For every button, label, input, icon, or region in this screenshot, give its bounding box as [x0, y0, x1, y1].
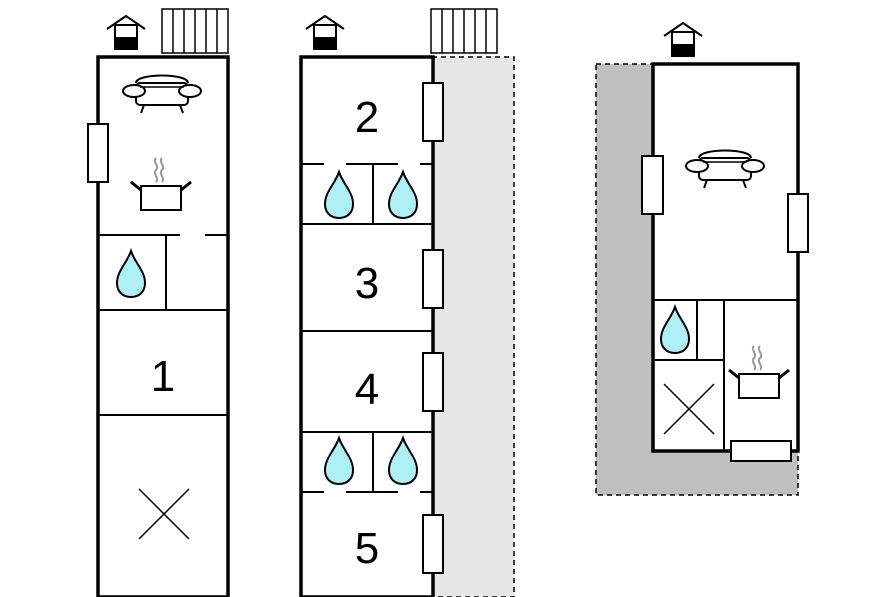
room-number: 5 — [355, 524, 379, 573]
left-unit-outline — [96, 55, 230, 597]
fence-icon — [161, 8, 229, 54]
middle-unit: 2 3 4 5 — [299, 8, 515, 597]
right-unit — [595, 22, 809, 496]
window — [422, 82, 444, 142]
room-number: 3 — [355, 259, 379, 308]
window — [730, 440, 792, 462]
window — [641, 155, 664, 215]
window — [422, 514, 444, 574]
entrance-house-icon — [663, 22, 703, 57]
window — [422, 249, 444, 309]
entrance-house-icon — [106, 15, 146, 50]
fence-icon — [430, 8, 498, 54]
terrace — [431, 56, 515, 597]
entrance-house-icon — [305, 15, 345, 50]
window — [87, 123, 109, 183]
middle-unit-outline — [299, 55, 435, 597]
window — [787, 193, 809, 253]
room-number: 2 — [355, 93, 379, 142]
room-number: 4 — [355, 365, 379, 414]
room-number: 1 — [151, 352, 175, 401]
left-unit: 1 — [87, 8, 230, 597]
window — [422, 352, 444, 412]
